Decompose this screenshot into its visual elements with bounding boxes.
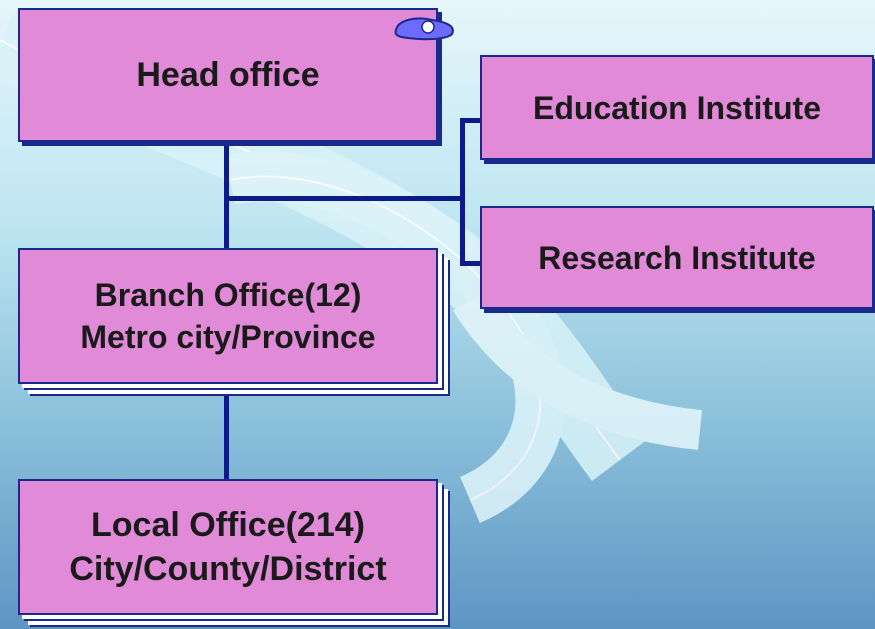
education-institute-label: Education Institute xyxy=(533,89,821,126)
branch-office-line1: Branch Office(12) xyxy=(94,277,362,313)
branch-office-node: Branch Office(12) Metro city/Province xyxy=(18,248,438,384)
connector-to-research xyxy=(460,261,482,266)
local-office-line1: Local Office(214) xyxy=(91,506,365,544)
connector-horizontal-to-institutes xyxy=(224,196,464,201)
local-office-node: Local Office(214) City/County/District xyxy=(18,479,438,615)
research-institute-node: Research Institute xyxy=(480,206,874,309)
branch-office-line2: Metro city/Province xyxy=(80,319,376,355)
head-office-node: Head office xyxy=(18,8,438,142)
blob-logo-icon xyxy=(394,17,454,41)
connector-institutes-vertical xyxy=(460,118,465,266)
research-institute-label: Research Institute xyxy=(538,239,816,276)
head-office-label: Head office xyxy=(136,56,320,94)
education-institute-node: Education Institute xyxy=(480,55,874,160)
connector-to-education xyxy=(460,118,482,123)
connector-branch-local xyxy=(224,384,229,480)
local-office-line2: City/County/District xyxy=(69,550,387,588)
